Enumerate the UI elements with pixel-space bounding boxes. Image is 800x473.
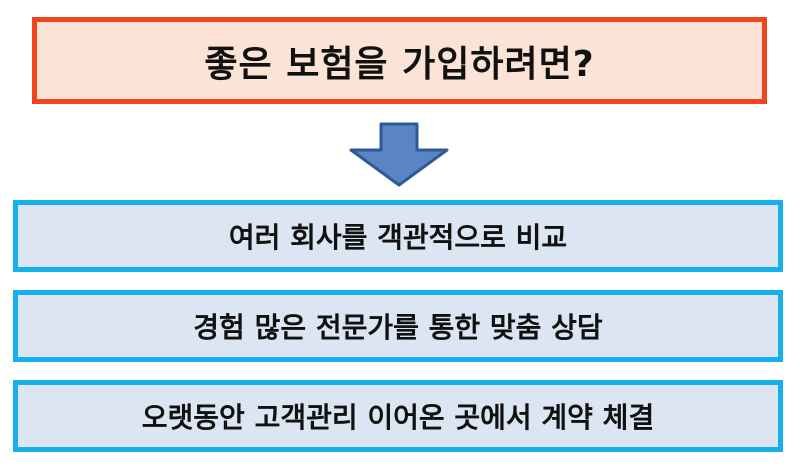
step-label: 경험 많은 전문가를 통한 맞춤 상담 [193, 311, 603, 344]
down-arrow-icon [349, 122, 449, 187]
title-box: 좋은 보험을 가입하려면? [32, 17, 767, 104]
step-box-consult: 경험 많은 전문가를 통한 맞춤 상담 [13, 290, 783, 362]
down-arrow-shape [349, 122, 449, 187]
step-label: 오랫동안 고객관리 이어온 곳에서 계약 체결 [141, 401, 655, 434]
step-label: 여러 회사를 객관적으로 비교 [228, 221, 568, 254]
step-box-compare: 여러 회사를 객관적으로 비교 [13, 200, 783, 272]
page-title: 좋은 보험을 가입하려면? [204, 43, 595, 85]
step-box-contract: 오랫동안 고객관리 이어온 곳에서 계약 체결 [13, 380, 783, 452]
